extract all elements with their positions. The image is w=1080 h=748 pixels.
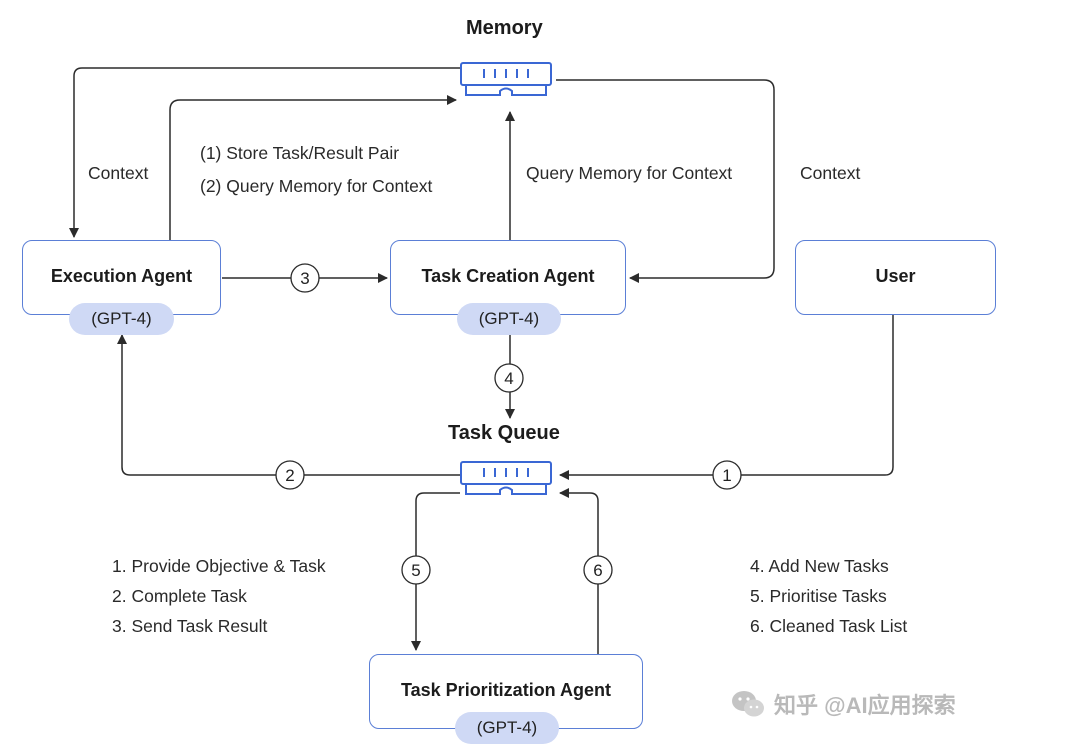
step-badge-2: 2 <box>275 460 305 490</box>
task-queue-header: Task Queue <box>448 422 560 444</box>
watermark-text: 知乎 @AI应用探索 <box>774 693 956 718</box>
legend-item: 5. Prioritise Tasks <box>750 586 887 606</box>
user-title: User <box>875 266 916 286</box>
query-memory-context-label: Query Memory for Context <box>526 163 733 183</box>
context-left-label: Context <box>88 163 149 183</box>
query-memory-label: (2) Query Memory for Context <box>200 176 433 196</box>
svg-text:2: 2 <box>285 466 294 485</box>
legend-item: 1. Provide Objective & Task <box>112 556 326 576</box>
svg-text:6: 6 <box>593 561 602 580</box>
memory-storage-icon <box>460 62 552 96</box>
step-badge-1: 1 <box>712 460 742 490</box>
watermark: 知乎 @AI应用探索 <box>730 688 956 720</box>
legend-left: 1. Provide Objective & Task 2. Complete … <box>112 551 326 641</box>
step-badge-3: 3 <box>290 263 320 293</box>
store-pair-label: (1) Store Task/Result Pair <box>200 143 400 163</box>
svg-text:4: 4 <box>504 369 513 388</box>
step-badge-5: 5 <box>401 555 431 585</box>
step-badge-6: 6 <box>583 555 613 585</box>
execution-agent-model-badge: (GPT-4) <box>69 303 174 335</box>
edge-memory-to-execution <box>69 67 460 238</box>
edge-user-to-queue <box>559 315 894 480</box>
legend-item: 4. Add New Tasks <box>750 556 889 576</box>
task-creation-agent-title: Task Creation Agent <box>421 266 595 286</box>
task-creation-agent-node: Task Creation Agent <box>390 240 626 315</box>
task-creation-agent-model-badge: (GPT-4) <box>457 303 561 335</box>
execution-agent-node: Execution Agent <box>22 240 221 315</box>
legend-right: 4. Add New Tasks 5. Prioritise Tasks 6. … <box>750 551 907 641</box>
task-prioritization-agent-model-badge: (GPT-4) <box>455 712 559 744</box>
edge-prioritization-to-queue <box>559 488 599 654</box>
memory-header: Memory <box>466 17 543 39</box>
step-badge-4: 4 <box>494 363 524 393</box>
edge-execution-to-memory <box>169 95 457 240</box>
svg-text:3: 3 <box>300 269 309 288</box>
context-right-label: Context <box>800 163 861 183</box>
svg-text:1: 1 <box>722 466 731 485</box>
task-prioritization-agent-title: Task Prioritization Agent <box>400 680 612 700</box>
legend-item: 2. Complete Task <box>112 586 247 606</box>
legend-item: 6. Cleaned Task List <box>750 616 908 636</box>
svg-text:5: 5 <box>411 561 420 580</box>
user-node: User <box>795 240 996 315</box>
edge-queue-to-prioritization <box>411 492 460 651</box>
edge-memory-to-creation <box>556 79 775 283</box>
legend-item: 3. Send Task Result <box>112 616 268 636</box>
execution-agent-title: Execution Agent <box>50 266 193 286</box>
edge-queue-to-execution <box>117 334 460 476</box>
wechat-icon <box>732 691 764 717</box>
task-queue-storage-icon <box>460 461 552 495</box>
